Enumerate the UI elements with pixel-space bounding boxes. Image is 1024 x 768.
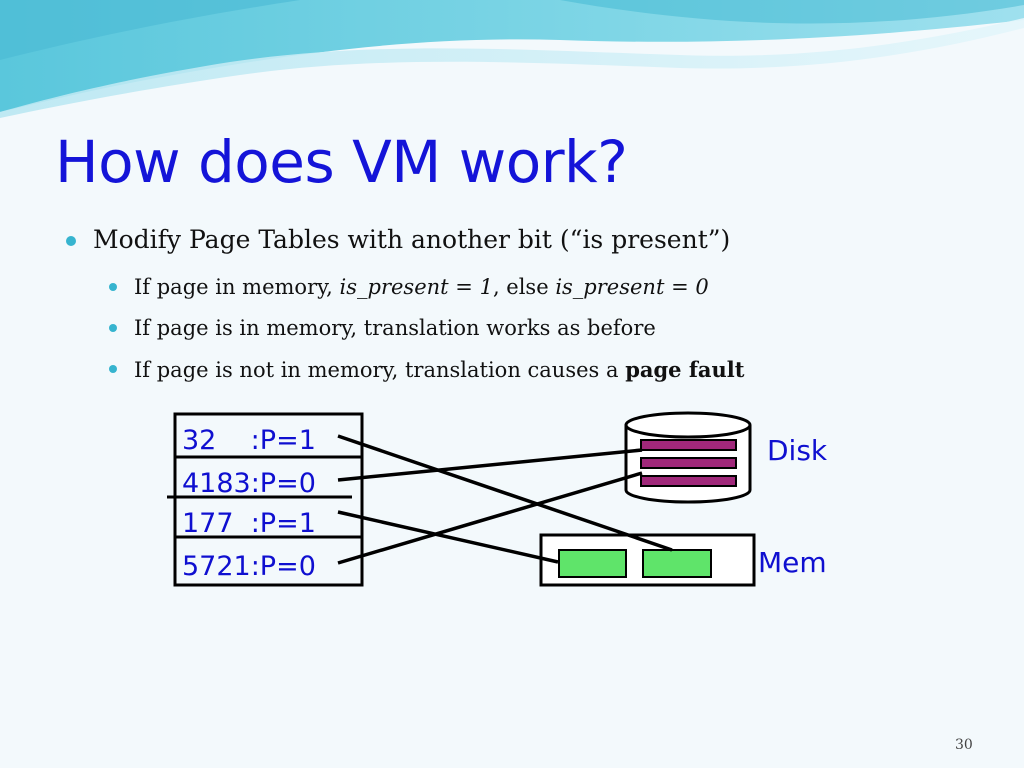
sub-bullet-1-text-e: , else: [492, 275, 556, 299]
bullet-main: Modify Page Tables with another bit (“is…: [93, 225, 731, 254]
sub-bullet-1-text-d: 1: [479, 275, 493, 299]
disk-page-stripe: [640, 439, 737, 451]
slide-title: How does VM work?: [55, 128, 628, 196]
table-row-0: 32 :P=1: [182, 425, 316, 456]
sub-bullet-1-text-g: =: [664, 275, 696, 299]
memory-frame: [558, 549, 627, 578]
arrow-32-to-mem: [337, 434, 673, 552]
sub-bullet-1-text-a: If page in memory,: [134, 275, 340, 299]
sub-bullet-3-bold: page fault: [625, 357, 745, 382]
page-number: 30: [955, 737, 973, 753]
sub-bullet-icon: [109, 283, 117, 291]
sub-bullet-3: If page is not in memory, translation ca…: [134, 357, 744, 382]
page-table: 32 :P=1 4183:P=0 177 :P=1 5721:P=0: [167, 412, 364, 587]
sub-bullet-1-text-f: is_present: [555, 275, 665, 299]
arrow-4183-to-disk: [337, 448, 643, 482]
table-row-1: 4183:P=0: [182, 468, 316, 499]
sub-bullet-icon: [109, 324, 117, 332]
mem-label: Mem: [758, 546, 827, 579]
header-wave-banner: [0, 0, 1024, 120]
sub-bullet-1: If page in memory, is_present = 1, else …: [134, 275, 709, 299]
sub-bullet-icon: [109, 365, 117, 373]
arrow-5721-to-disk: [337, 471, 643, 565]
memory-frame: [642, 549, 712, 578]
memory-box: [539, 533, 756, 587]
table-row-3: 5721:P=0: [182, 551, 316, 582]
bullet-icon: [66, 236, 76, 246]
disk-page-stripe: [640, 457, 737, 469]
sub-bullet-2: If page is in memory, translation works …: [134, 316, 656, 340]
sub-bullet-1-text-c: =: [448, 275, 480, 299]
table-row-2: 177 :P=1: [182, 508, 316, 539]
sub-bullet-1-text-h: 0: [695, 275, 709, 299]
mapping-arrows: [337, 434, 673, 565]
disk-page-stripe: [640, 475, 737, 487]
disk-cylinder: [624, 411, 752, 504]
arrow-177-to-mem: [337, 510, 559, 564]
sub-bullet-1-text-b: is_present: [339, 275, 449, 299]
sub-bullet-3-text: If page is not in memory, translation ca…: [134, 358, 626, 382]
disk-label: Disk: [767, 434, 828, 467]
